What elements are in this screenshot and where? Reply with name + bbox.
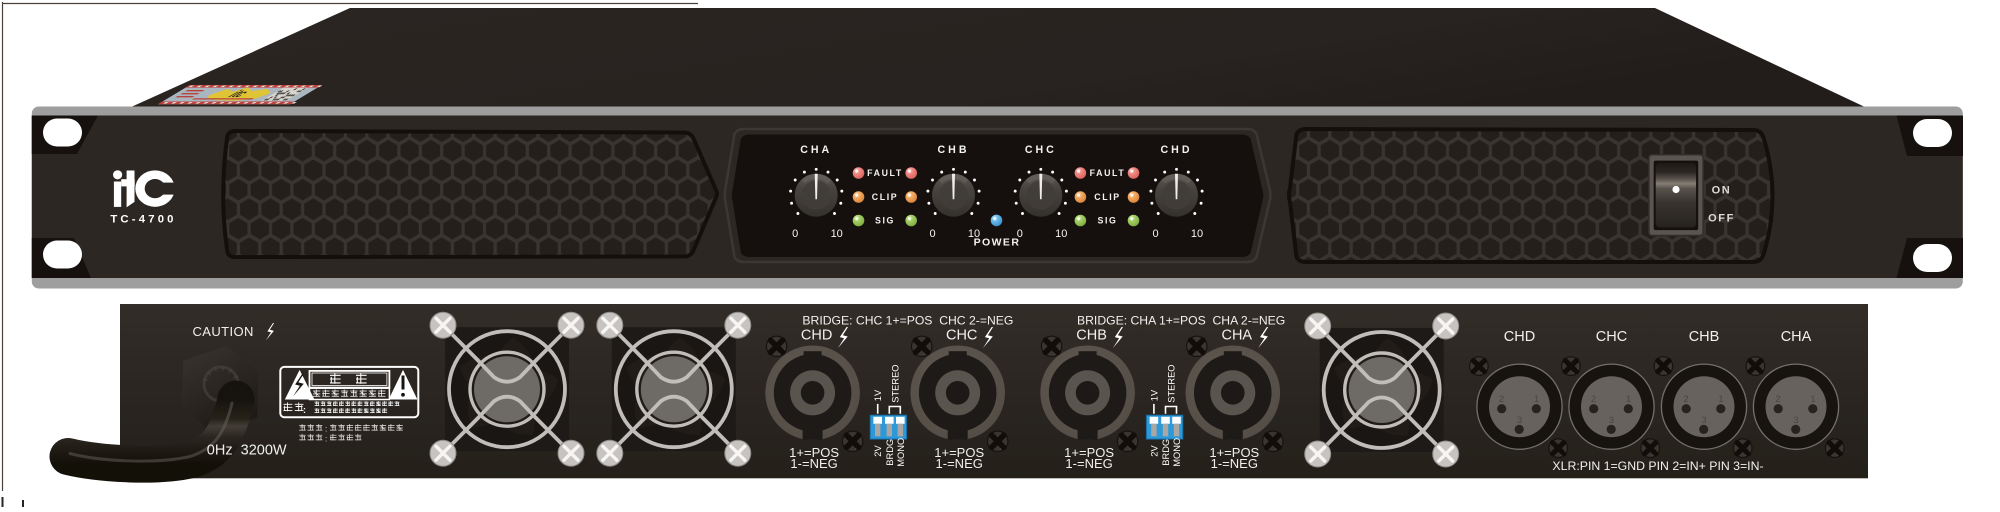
svg-text:CHB: CHB <box>1689 329 1720 345</box>
svg-text:CAUTION: CAUTION <box>193 324 254 339</box>
svg-text:FAULT: FAULT <box>867 168 903 178</box>
svg-text:3: 3 <box>1701 415 1706 426</box>
svg-text:1: 1 <box>1718 394 1723 405</box>
svg-text:1+=POS: 1+=POS <box>789 445 839 460</box>
svg-text::: : <box>325 425 327 434</box>
svg-text:CHD: CHD <box>1161 144 1193 156</box>
svg-text:10: 10 <box>831 228 843 240</box>
svg-text:0Hz 3200W: 0Hz 3200W <box>207 443 287 459</box>
svg-text:2: 2 <box>1683 394 1688 405</box>
svg-text:CHA: CHA <box>800 144 832 156</box>
svg-text:CHD: CHD <box>1504 329 1535 345</box>
svg-text:CLIP: CLIP <box>872 192 898 202</box>
svg-text:1-=NEG: 1-=NEG <box>1065 456 1112 471</box>
svg-text:10: 10 <box>1055 228 1067 240</box>
svg-text:CHB: CHB <box>1076 328 1107 344</box>
svg-text:1-=NEG: 1-=NEG <box>936 456 983 471</box>
svg-text:MONO: MONO <box>1172 438 1182 467</box>
svg-text:3: 3 <box>1517 415 1522 426</box>
svg-text:itc: itc <box>223 89 253 100</box>
svg-text:1-=NEG: 1-=NEG <box>790 456 837 471</box>
svg-text:XLR:PIN 1=GND PIN 2=IN+ PIN 3=: XLR:PIN 1=GND PIN 2=IN+ PIN 3=IN- <box>1552 459 1763 473</box>
svg-text:0: 0 <box>929 228 935 240</box>
svg-text:STEREO: STEREO <box>890 364 900 402</box>
svg-text:CHB: CHB <box>938 144 970 156</box>
svg-text:2V: 2V <box>1149 445 1159 457</box>
svg-text:CHC: CHC <box>1596 329 1627 345</box>
svg-text:TC-4700: TC-4700 <box>110 214 176 226</box>
svg-text:SIG: SIG <box>875 216 895 226</box>
svg-text:0: 0 <box>1017 228 1023 240</box>
svg-text::: : <box>325 434 327 443</box>
svg-text:POWER: POWER <box>974 237 1021 249</box>
svg-text:BRDG: BRDG <box>1161 439 1171 466</box>
svg-text:ON: ON <box>1712 185 1732 197</box>
svg-text:0: 0 <box>1152 228 1158 240</box>
svg-text:1: 1 <box>1626 394 1631 405</box>
svg-text:10: 10 <box>968 228 980 240</box>
svg-text:10: 10 <box>1191 228 1203 240</box>
svg-text:1+=POS: 1+=POS <box>1209 445 1259 460</box>
svg-text:CHD: CHD <box>801 328 832 344</box>
svg-text:1V: 1V <box>1149 389 1159 401</box>
svg-text:1+=POS: 1+=POS <box>1064 445 1114 460</box>
svg-text:1+=POS: 1+=POS <box>934 445 984 460</box>
svg-text:CHA: CHA <box>1781 329 1812 345</box>
svg-text:MONO: MONO <box>896 438 906 467</box>
svg-text:2V: 2V <box>873 445 883 457</box>
svg-text:0: 0 <box>792 228 798 240</box>
svg-text:BRDG: BRDG <box>885 439 895 466</box>
svg-text:2: 2 <box>1499 394 1504 405</box>
svg-text::: : <box>303 405 306 415</box>
svg-text:CHC: CHC <box>1025 144 1057 156</box>
svg-text:CHC: CHC <box>946 328 977 344</box>
svg-text:2: 2 <box>1591 394 1596 405</box>
svg-text:1: 1 <box>1810 394 1815 405</box>
svg-text:CLIP: CLIP <box>1094 192 1120 202</box>
svg-text:BRIDGE: CHA 1+=POS CHA 2-=NEG: BRIDGE: CHA 1+=POS CHA 2-=NEG <box>1077 314 1285 328</box>
svg-text:3: 3 <box>1793 415 1798 426</box>
svg-text:STEREO: STEREO <box>1167 364 1177 402</box>
svg-text:1-=NEG: 1-=NEG <box>1211 456 1258 471</box>
svg-text:OFF: OFF <box>1708 213 1735 225</box>
svg-text:2: 2 <box>1775 394 1780 405</box>
svg-text:SIG: SIG <box>1098 216 1118 226</box>
svg-text:CHA: CHA <box>1221 328 1252 344</box>
svg-text:3: 3 <box>1609 415 1614 426</box>
svg-text:BRIDGE: CHC 1+=POS CHC 2-=NEG: BRIDGE: CHC 1+=POS CHC 2-=NEG <box>802 314 1013 328</box>
svg-text:FAULT: FAULT <box>1090 168 1126 178</box>
svg-text:1V: 1V <box>873 389 883 401</box>
svg-text:1: 1 <box>1534 394 1539 405</box>
